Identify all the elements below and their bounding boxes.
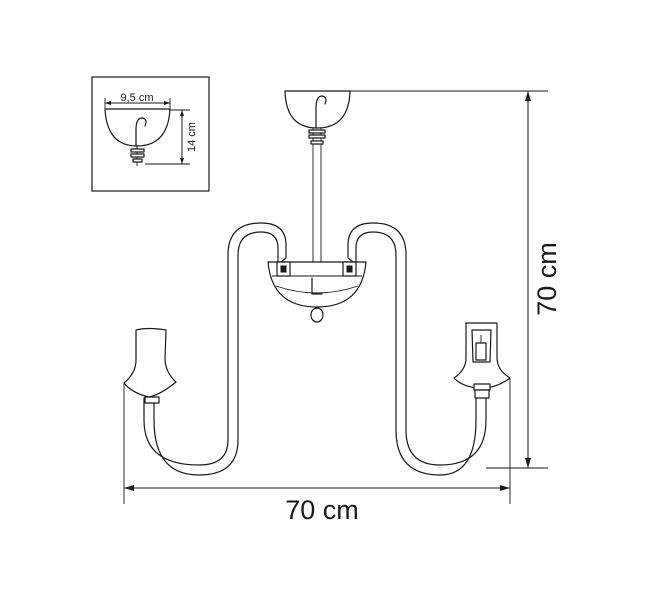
width-dimension: 70 cm [123, 378, 511, 525]
central-bowl [267, 261, 367, 308]
rod-ring-3 [310, 140, 324, 145]
right-arm-inner [355, 231, 477, 476]
width-label: 70 cm [285, 495, 359, 525]
canopy-detail-inset: 9,5 cm 14 cm [91, 76, 210, 192]
inset-canopy-bowl [104, 108, 171, 147]
left-lamp-shade [123, 327, 177, 398]
left-lamp-socket [144, 396, 160, 404]
inset-width-label: 9,5 cm [120, 92, 153, 104]
inset-hook [135, 117, 147, 147]
ceiling-canopy [284, 90, 351, 129]
left-arm-inner [153, 231, 279, 476]
inset-ring-3 [132, 158, 143, 163]
right-lamp-bulb [475, 342, 487, 361]
inset-height-label: 14 cm [186, 122, 198, 152]
inset-ring-1 [130, 148, 145, 153]
rod-ring-2 [308, 134, 326, 139]
right-lamp-socket [473, 383, 491, 391]
rod-ring-1 [308, 129, 326, 134]
canopy-hook [315, 95, 327, 129]
bottom-finial [310, 307, 324, 323]
inset-ring-2 [130, 153, 145, 158]
height-label: 70 cm [532, 242, 562, 316]
chandelier [123, 90, 511, 476]
height-dimension: 70 cm [350, 90, 562, 469]
right-arm-outer [347, 222, 487, 466]
